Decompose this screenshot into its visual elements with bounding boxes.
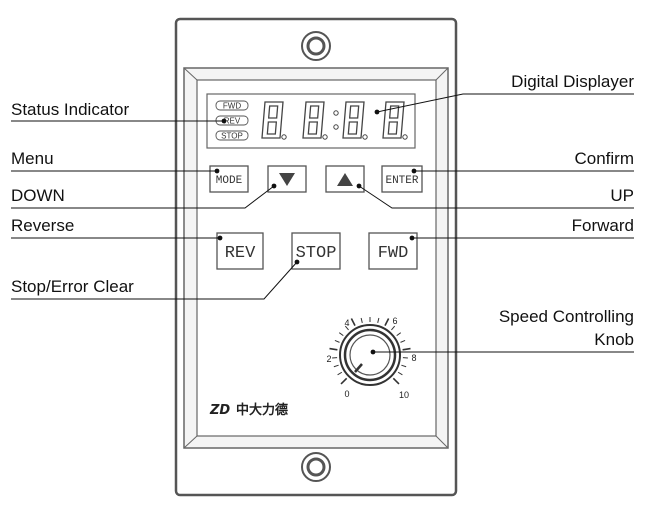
decimal-point <box>402 134 408 140</box>
display-digit <box>261 101 287 140</box>
mounting-hole-top <box>301 31 331 61</box>
knob-pointer <box>354 363 363 373</box>
dial-tick <box>392 377 400 385</box>
rev-button[interactable] <box>216 232 264 270</box>
dial-label-0: 0 <box>344 389 349 399</box>
enter-button-label: ENTER <box>385 175 418 187</box>
indicator-rev: REV <box>224 117 241 126</box>
down-arrow-icon <box>279 173 295 186</box>
callout-lines <box>11 93 634 355</box>
brand-name: 中大力德 <box>236 402 288 418</box>
dial-label-6: 6 <box>392 316 397 326</box>
indicator-stop: STOP <box>221 132 243 141</box>
dial-tick <box>384 318 390 326</box>
label-down: DOWN <box>11 186 65 205</box>
label-status-indicator: Status Indicator <box>11 100 129 119</box>
stop-button-label: STOP <box>296 244 337 263</box>
fwd-button[interactable] <box>368 232 418 270</box>
dial-tick <box>329 347 338 351</box>
dial-label-4: 4 <box>344 318 349 328</box>
dial-tick <box>333 364 339 368</box>
fwd-button-label: FWD <box>378 244 409 263</box>
label-menu: Menu <box>11 149 54 168</box>
label-speed-knob-line2: Knob <box>594 330 634 349</box>
seven-segment-display <box>261 101 408 140</box>
stop-button[interactable] <box>291 232 341 270</box>
dial-tick <box>400 339 406 343</box>
colon-dot <box>333 110 339 116</box>
dial-tick <box>350 318 356 326</box>
brand-mark: ZD <box>209 403 230 418</box>
mounting-hole-bottom <box>301 452 331 482</box>
label-up: UP <box>610 186 634 205</box>
dial-tick-marks <box>329 317 411 385</box>
up-arrow-icon <box>337 173 353 186</box>
dial-tick <box>334 339 340 343</box>
dial-label-2: 2 <box>326 354 331 364</box>
display-digit <box>342 101 368 140</box>
dial-tick <box>377 317 380 324</box>
dial-tick <box>396 332 402 337</box>
label-digital-displayer: Digital Displayer <box>511 72 634 91</box>
label-stop-error-clear: Stop/Error Clear <box>11 277 134 296</box>
display-digit <box>382 101 408 140</box>
dial-label-8: 8 <box>411 353 416 363</box>
mode-button-label: MODE <box>216 175 243 187</box>
dial-tick <box>338 332 344 337</box>
dial-tick <box>397 371 403 376</box>
dial-tick <box>340 377 348 385</box>
label-forward: Forward <box>572 216 634 235</box>
dial-tick <box>391 325 396 331</box>
brand-logo: ZD 中大力德 <box>209 402 288 418</box>
decimal-point <box>281 134 287 140</box>
rev-button-label: REV <box>225 244 256 263</box>
dial-label-10: 10 <box>399 390 409 400</box>
speed-knob[interactable] <box>329 317 411 386</box>
decimal-point <box>362 134 368 140</box>
label-speed-knob-line1: Speed Controlling <box>499 307 634 326</box>
dial-tick <box>401 364 407 368</box>
dial-tick <box>344 325 349 331</box>
decimal-point <box>322 134 328 140</box>
dial-tick <box>402 347 411 351</box>
indicator-fwd: FWD <box>223 102 241 111</box>
label-reverse: Reverse <box>11 216 74 235</box>
dial-tick <box>337 371 343 376</box>
dial-tick <box>360 317 363 324</box>
display-digit <box>302 101 328 140</box>
colon-dot <box>333 124 339 130</box>
label-confirm: Confirm <box>574 149 634 168</box>
